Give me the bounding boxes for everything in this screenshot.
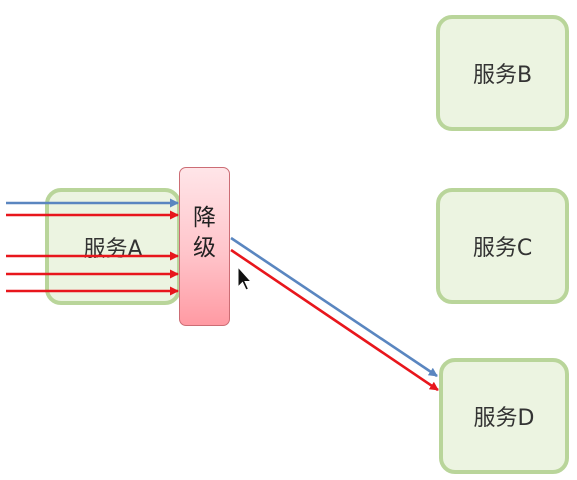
- service-c-label: 服务C: [472, 236, 533, 261]
- degrade-component: 降 级: [179, 167, 230, 326]
- service-b-box: 服务B: [436, 15, 569, 131]
- service-b-label: 服务B: [472, 63, 533, 88]
- service-c-box: 服务C: [436, 188, 569, 304]
- degrade-label-char-2: 级: [193, 234, 216, 261]
- service-a-label: 服务A: [83, 236, 143, 262]
- service-d-label: 服务D: [473, 406, 535, 431]
- mouse-cursor-icon: [237, 265, 253, 291]
- degraded-request-arrow-red: [230, 248, 439, 392]
- service-a-box: 服务A: [45, 188, 181, 305]
- service-d-box: 服务D: [439, 358, 569, 474]
- degraded-request-arrow-blue: [230, 236, 438, 378]
- degrade-label-char-1: 降: [193, 204, 216, 231]
